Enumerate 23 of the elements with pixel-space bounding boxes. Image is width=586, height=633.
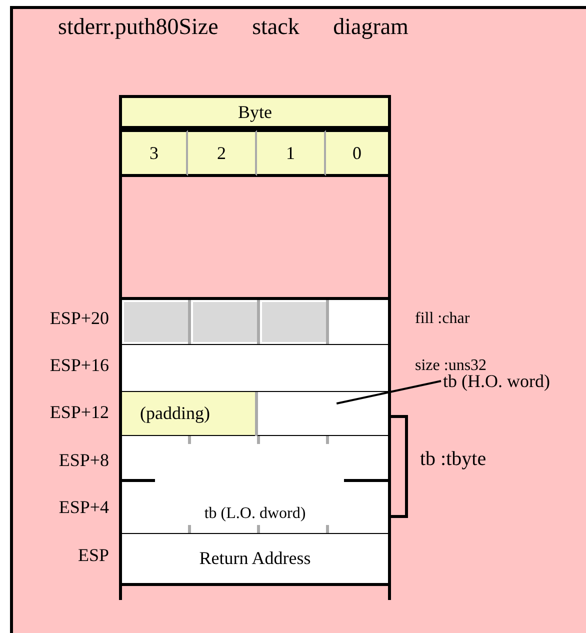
bracket xyxy=(391,415,408,518)
byte-number-cell: 1 xyxy=(257,129,327,177)
byte-number-cell: 2 xyxy=(188,129,258,177)
stack-slot xyxy=(119,297,391,347)
offset-label: ESP+4 xyxy=(58,497,109,518)
field-label: size :uns32 xyxy=(415,357,487,374)
padding-cell: (padding) xyxy=(119,392,257,438)
offset-label: ESP+16 xyxy=(50,355,109,376)
field-label: fill :char xyxy=(415,310,470,328)
stack-slot: Return Address xyxy=(119,534,391,586)
byte-number-cell: 3 xyxy=(119,129,189,177)
header-cell: Byte xyxy=(119,95,391,129)
bracket-label: tb :tbyte xyxy=(420,448,486,471)
stack-slot xyxy=(255,392,391,438)
offset-label: ESP xyxy=(78,545,109,566)
diagram-title: stderr.puth80Size stack diagram xyxy=(58,14,408,40)
byte-number-cell: 0 xyxy=(326,129,391,177)
leader-line xyxy=(336,380,442,404)
stack-slot: tb (L.O. dword) xyxy=(119,436,391,536)
stack-slot xyxy=(119,345,391,394)
offset-label: ESP+12 xyxy=(50,402,109,423)
offset-label: ESP+20 xyxy=(50,308,109,329)
offset-label: ESP+8 xyxy=(58,450,109,471)
